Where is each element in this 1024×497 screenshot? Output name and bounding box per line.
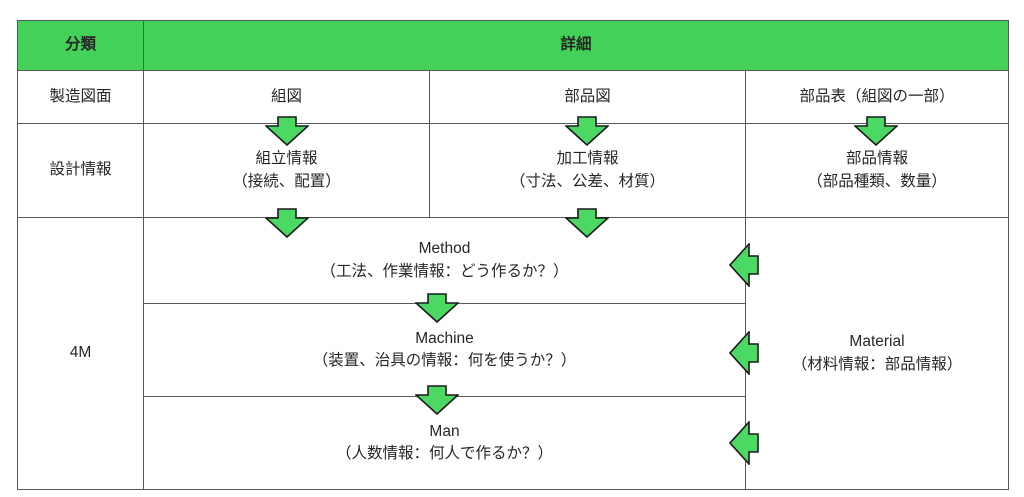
cell-text: Method （工法、作業情報：どう作るか？） bbox=[320, 240, 569, 280]
cell-text: 加工情報 （寸法、公差、材質） bbox=[509, 150, 665, 190]
cell-machining-information: 加工情報 （寸法、公差、材質） bbox=[429, 123, 746, 218]
cell-text: 部品情報 （部品種類、数量） bbox=[807, 150, 947, 190]
header-detail-label: 詳細 bbox=[560, 36, 592, 54]
cell-text: Material （材料情報：部品情報） bbox=[791, 333, 963, 373]
cell-machine: Machine （装置、治具の情報：何を使うか？） bbox=[143, 303, 746, 397]
row-label-4m: 4M bbox=[17, 217, 144, 490]
table-row-design-information: 設計情報 組立情報 （接続、配置） 加工情報 （寸法、公差、材質） 部品情報 （… bbox=[17, 123, 1009, 218]
header-cell-detail: 詳細 bbox=[143, 20, 1009, 71]
cell-man: Man （人数情報：何人で作るか？） bbox=[143, 396, 746, 490]
cell-assembly-information: 組立情報 （接続、配置） bbox=[143, 123, 430, 218]
cell-part-information: 部品情報 （部品種類、数量） bbox=[745, 123, 1009, 218]
table-header-row: 分類 詳細 bbox=[17, 20, 1009, 71]
cell-text: 組立情報 （接続、配置） bbox=[232, 150, 341, 190]
table-row-manufacturing-drawing: 製造図面 組図 部品図 部品表（組図の一部） bbox=[17, 70, 1009, 124]
row-label-text: 製造図面 bbox=[49, 87, 112, 105]
cell-part-drawing: 部品図 bbox=[429, 70, 746, 124]
cell-text: Machine （装置、治具の情報：何を使うか？） bbox=[312, 329, 577, 369]
cell-assembly-drawing: 組図 bbox=[143, 70, 430, 124]
cell-material: Material （材料情報：部品情報） bbox=[745, 217, 1009, 490]
row-label-manufacturing-drawing: 製造図面 bbox=[17, 70, 144, 124]
cell-text: 部品表（組図の一部） bbox=[799, 87, 955, 105]
row-label-text: 4M bbox=[69, 344, 92, 362]
row-label-design-information: 設計情報 bbox=[17, 123, 144, 218]
row-label-text: 設計情報 bbox=[49, 161, 112, 179]
process-information-table: 分類 詳細 製造図面 組図 部品図 部品表（組図の一部） 設計情報 bbox=[17, 20, 1009, 490]
cell-text: Man （人数情報：何人で作るか？） bbox=[335, 422, 553, 462]
header-cell-category: 分類 bbox=[17, 20, 144, 71]
table-row-4m-method: 4M Method （工法、作業情報：どう作るか？） Material （材料情… bbox=[17, 217, 1009, 490]
cell-text: 部品図 bbox=[564, 87, 611, 105]
cell-method: Method （工法、作業情報：どう作るか？） bbox=[143, 217, 746, 304]
header-category-label: 分類 bbox=[64, 36, 96, 54]
cell-text: 組図 bbox=[270, 87, 302, 105]
cell-parts-list: 部品表（組図の一部） bbox=[745, 70, 1009, 124]
